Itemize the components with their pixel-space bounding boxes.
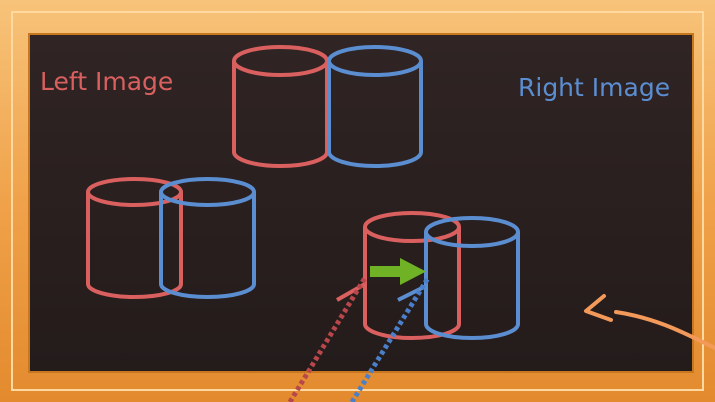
right-image-label: Right Image <box>518 74 670 102</box>
left-image-label: Left Image <box>40 68 173 96</box>
